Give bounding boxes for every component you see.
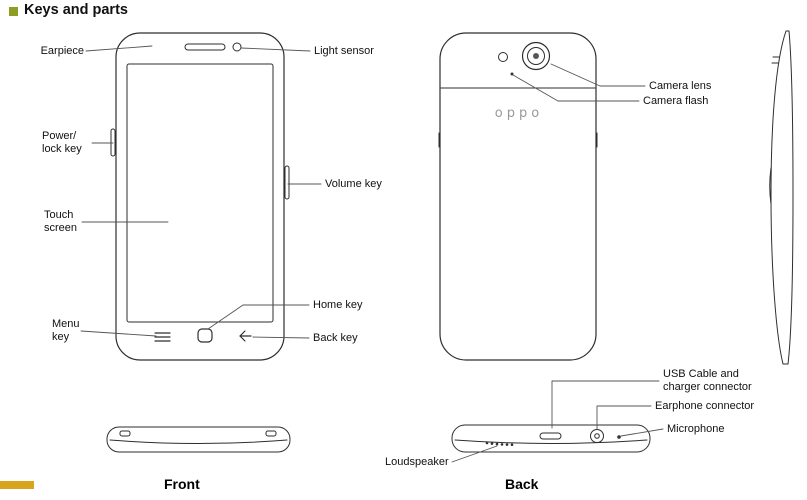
oppo-logo: oppo [495, 106, 543, 121]
callout-power-lock-key: Power/ lock key [42, 130, 82, 155]
page-title: Keys and parts [24, 2, 128, 18]
callout-loudspeaker: Loudspeaker [385, 456, 449, 468]
callout-earphone-connector: Earphone connector [655, 400, 755, 412]
callout-camera-flash: Camera flash [643, 95, 709, 107]
callout-usb-connector: USB Cable and charger connector [663, 368, 752, 393]
front-bottom-view [106, 426, 291, 453]
side-view-outline [769, 30, 794, 365]
heading-bullet [9, 7, 18, 16]
callout-microphone: Microphone [667, 423, 725, 435]
home-icon [197, 328, 213, 343]
leader-lines [80, 45, 664, 463]
light-sensor-dot [232, 42, 242, 52]
leader-usb [551, 380, 660, 429]
leader-loudspeaker [451, 445, 498, 463]
front-caption: Front [164, 476, 200, 492]
power-key-bump [110, 128, 116, 157]
leader-earpiece [85, 45, 153, 52]
footer-accent-bar [0, 481, 34, 489]
callout-light-sensor: Light sensor [314, 45, 374, 57]
leader-camera-lens [550, 63, 646, 87]
touch-screen-area [126, 63, 274, 323]
leader-microphone [620, 428, 664, 437]
volume-key-bump [284, 165, 290, 200]
usb-port [539, 432, 562, 440]
menu-icon [154, 332, 171, 342]
camera-flash-circle [498, 52, 508, 62]
callout-back-key: Back key [313, 332, 358, 344]
callout-menu-key: Menu key [52, 318, 80, 343]
leader-earphone [596, 405, 652, 430]
callout-home-key: Home key [313, 299, 363, 311]
leader-light-sensor [240, 47, 311, 52]
leader-home-key [207, 304, 310, 330]
callout-touch-screen: Touch screen [44, 209, 78, 234]
leader-back-key [252, 336, 310, 339]
camera-lens-circle [521, 41, 551, 71]
leader-camera-flash [512, 74, 640, 102]
side-volume-key [769, 167, 772, 205]
back-icon [239, 330, 252, 342]
back-bottom-view [451, 424, 651, 453]
loudspeaker-grille [485, 441, 514, 447]
microphone-hole [617, 435, 621, 439]
earphone-jack [590, 429, 604, 443]
back-phone-outline: oppo [438, 32, 598, 361]
back-caption: Back [505, 476, 539, 492]
front-phone-outline [110, 32, 290, 361]
earpiece-slot [184, 43, 226, 51]
callout-camera-lens: Camera lens [649, 80, 712, 92]
callout-earpiece: Earpiece [40, 45, 84, 57]
callout-volume-key: Volume key [325, 178, 382, 190]
leader-menu-key [80, 330, 157, 337]
